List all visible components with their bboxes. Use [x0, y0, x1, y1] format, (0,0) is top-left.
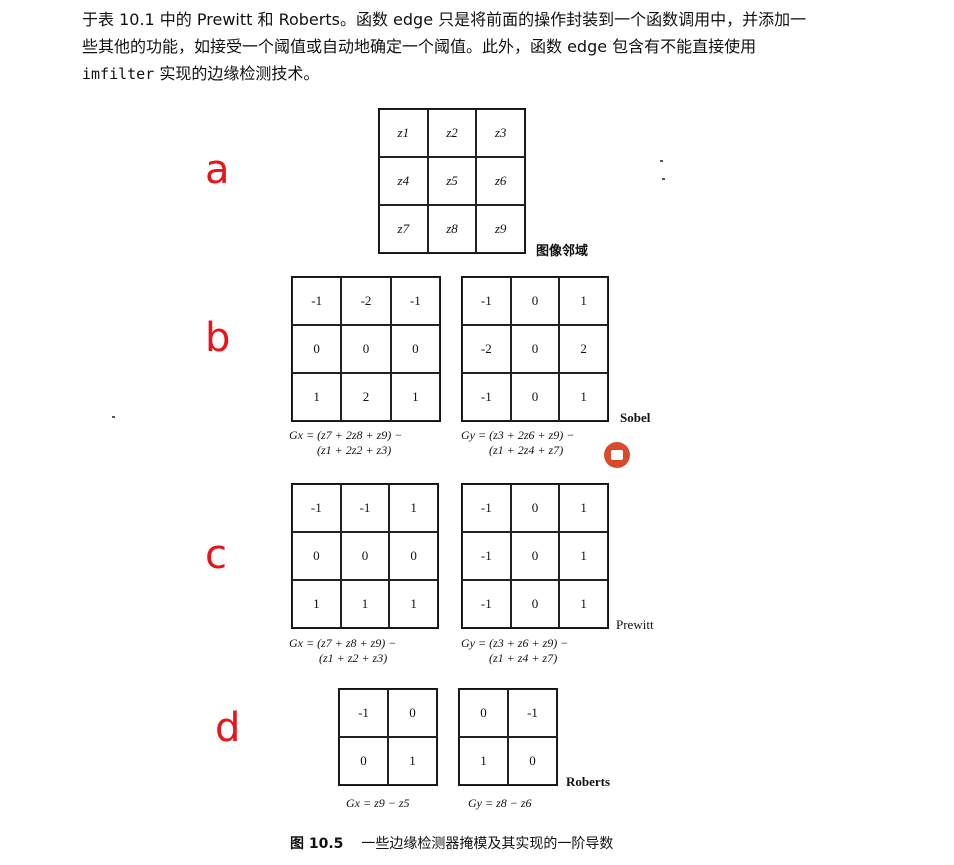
prewitt-gy-formula-line-1: Gy = (z3 + z6 + z9) − [461, 636, 569, 650]
sobel-gx-mask: -1 -2 -1 0 0 0 1 2 1 [291, 276, 441, 422]
handwritten-label-d: d [215, 705, 241, 751]
prewitt-label: Prewitt [616, 617, 654, 632]
paragraph-line-2: 些其他的功能，如接受一个阈值或自动地确定一个阈值。此外，函数 edge 包含有不… [82, 37, 757, 56]
roberts-gy-mask: 0 -1 1 0 [458, 688, 558, 786]
prewitt-gx-formula: Gx = (z7 + z8 + z9) − (z1 + z2 + z3) [289, 636, 396, 666]
body-paragraph: 于表 10.1 中的 Prewitt 和 Roberts。函数 edge 只是将… [82, 6, 882, 88]
mask-cell: -1 [508, 689, 557, 737]
mask-cell: 0 [390, 325, 440, 373]
scan-speck [660, 160, 663, 162]
mask-cell: 0 [292, 532, 341, 580]
mask-cell: 0 [510, 325, 560, 373]
roberts-gy-formula: Gy = z8 − z6 [468, 796, 532, 810]
prewitt-gy-formula: Gy = (z3 + z6 + z9) − (z1 + z4 + z7) [461, 636, 568, 666]
sobel-gx-formula-line-1: Gx = (z7 + 2z8 + z9) − [289, 428, 403, 442]
mask-cell: 0 [339, 737, 388, 785]
paragraph-line-1: 于表 10.1 中的 Prewitt 和 Roberts。函数 edge 只是将… [82, 10, 807, 29]
scan-speck [662, 178, 665, 180]
mask-cell: 2 [341, 373, 391, 421]
mask-cell: 1 [559, 484, 608, 532]
figure-number: 图 10.5 [290, 836, 344, 852]
mask-cell: -1 [339, 689, 388, 737]
prewitt-gy-mask: -1 0 1 -1 0 1 -1 0 1 [461, 483, 609, 629]
neighborhood-label: 图像邻域 [536, 243, 589, 258]
sobel-gx-formula: Gx = (z7 + 2z8 + z9) − (z1 + 2z2 + z3) [289, 428, 402, 458]
mask-cell: -1 [462, 277, 511, 325]
figure-caption: 图 10.5 一些边缘检测器掩模及其实现的一阶导数 [290, 833, 613, 853]
sobel-gy-formula-line-2: (z1 + 2z4 + z7) [489, 443, 564, 457]
mask-cell: 0 [459, 689, 508, 737]
mask-cell: 0 [510, 484, 560, 532]
z-cell: z3 [476, 109, 525, 157]
mask-cell: -1 [462, 484, 511, 532]
mask-cell: -1 [292, 277, 342, 325]
sobel-gy-mask: -1 0 1 -2 0 2 -1 0 1 [461, 276, 609, 422]
mask-cell: -1 [390, 277, 440, 325]
sobel-gy-formula-line-1: Gy = (z3 + 2z6 + z9) − [461, 428, 575, 442]
z-cell: z7 [379, 205, 428, 253]
mask-cell: 1 [459, 737, 508, 785]
z-cell: z4 [379, 157, 428, 205]
mask-cell: -2 [462, 325, 511, 373]
mask-cell: -1 [462, 532, 511, 580]
prewitt-gx-mask: -1 -1 1 0 0 0 1 1 1 [291, 483, 439, 629]
paragraph-line-3-rest: 实现的边缘检测技术。 [154, 64, 320, 83]
mask-cell: 1 [292, 373, 342, 421]
roberts-gx-formula: Gx = z9 − z5 [346, 796, 410, 810]
mask-cell: 0 [510, 580, 560, 628]
roberts-label: Roberts [566, 774, 611, 789]
neighborhood-grid: z1 z2 z3 z4 z5 z6 z7 z8 z9 [378, 108, 526, 254]
z-cell: z9 [476, 205, 525, 253]
mask-cell: 0 [341, 325, 391, 373]
paragraph-line-3: imfilter 实现的边缘检测技术。 [82, 60, 882, 88]
z-cell: z1 [379, 109, 428, 157]
sobel-label: Sobel [620, 410, 651, 425]
mask-cell: 0 [388, 689, 437, 737]
mask-cell: -1 [340, 484, 390, 532]
prewitt-gx-formula-line-2: (z1 + z2 + z3) [319, 651, 388, 665]
mask-cell: -1 [462, 580, 511, 628]
z-cell: z6 [476, 157, 525, 205]
mask-cell: 0 [508, 737, 557, 785]
mask-cell: 1 [390, 373, 440, 421]
z-cell: z8 [427, 205, 477, 253]
comment-badge-icon[interactable] [604, 442, 630, 468]
z-cell: z5 [427, 157, 477, 205]
mask-cell: 1 [559, 277, 608, 325]
mask-cell: -2 [341, 277, 391, 325]
mask-cell: 1 [559, 373, 608, 421]
mask-cell: 1 [389, 484, 438, 532]
mask-cell: 0 [292, 325, 342, 373]
sobel-gx-formula-line-2: (z1 + 2z2 + z3) [317, 443, 392, 457]
sobel-gy-formula: Gy = (z3 + 2z6 + z9) − (z1 + 2z4 + z7) [461, 428, 574, 458]
mask-cell: 0 [340, 532, 390, 580]
mask-cell: 1 [559, 532, 608, 580]
mask-cell: 0 [510, 532, 560, 580]
mask-cell: 0 [510, 277, 560, 325]
mask-cell: 1 [292, 580, 341, 628]
mask-cell: 0 [389, 532, 438, 580]
figure-caption-text: 一些边缘检测器掩模及其实现的一阶导数 [361, 836, 614, 852]
handwritten-label-b: b [205, 315, 231, 361]
mask-cell: 2 [559, 325, 608, 373]
mask-cell: -1 [462, 373, 511, 421]
prewitt-gy-formula-line-2: (z1 + z4 + z7) [489, 651, 558, 665]
mask-cell: 0 [510, 373, 560, 421]
handwritten-label-c: c [205, 532, 227, 578]
mask-cell: -1 [292, 484, 341, 532]
mask-cell: 1 [389, 580, 438, 628]
mask-cell: 1 [388, 737, 437, 785]
mask-cell: 1 [340, 580, 390, 628]
prewitt-gx-formula-line-1: Gx = (z7 + z8 + z9) − [289, 636, 397, 650]
scan-speck [112, 416, 115, 418]
handwritten-label-a: a [205, 147, 230, 193]
z-cell: z2 [427, 109, 477, 157]
roberts-gx-mask: -1 0 0 1 [338, 688, 438, 786]
code-imfilter: imfilter [82, 65, 155, 83]
mask-cell: 1 [559, 580, 608, 628]
